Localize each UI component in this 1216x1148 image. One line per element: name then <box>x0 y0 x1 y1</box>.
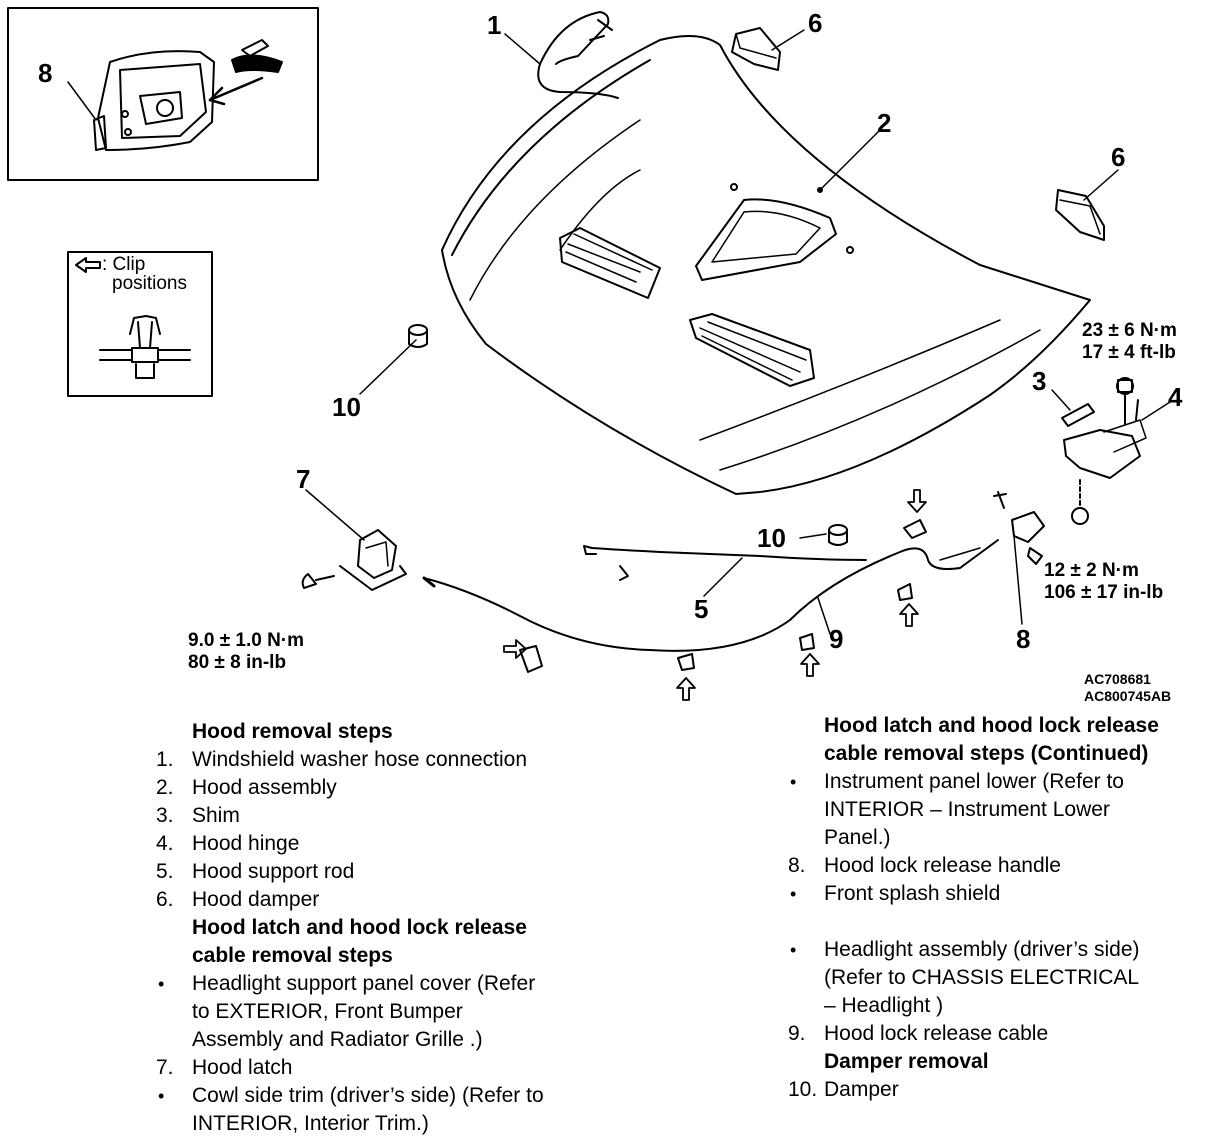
step-item: 4.Hood hinge <box>156 832 300 855</box>
cable-clips <box>519 519 927 673</box>
latch-removal-heading-line2: cable removal steps <box>192 944 393 967</box>
step-item: 8.Hood lock release handle <box>788 854 1061 877</box>
step-item: 1.Windshield washer hose connection <box>156 748 528 771</box>
clip-position-arrows <box>503 489 927 701</box>
washer-hose <box>537 11 619 99</box>
step-item: 9.Hood lock release cable <box>788 1022 1049 1045</box>
torque-latch-metric: 9.0 ± 1.0 N·m <box>188 630 304 651</box>
step-item: 2.Hood assembly <box>156 776 337 799</box>
torque-hinge-top-imperial: 17 ± 4 ft-lb <box>1082 342 1176 363</box>
step-item: 3.Shim <box>156 804 240 827</box>
step-item: •Headlight support panel cover (Refer <box>158 972 536 995</box>
figure-code-2: AC800745AB <box>1084 688 1171 704</box>
hood-latch <box>301 529 407 591</box>
step-item: 7.Hood latch <box>156 1056 293 1079</box>
clip-legend-box <box>67 251 213 397</box>
hood-assembly <box>441 35 1091 495</box>
callout-1: 1 <box>487 10 501 40</box>
callout-6b: 6 <box>1111 142 1125 172</box>
hood-support-rod <box>583 524 867 581</box>
callout-3: 3 <box>1032 366 1046 396</box>
step-item: •Headlight assembly (driver’s side) <box>790 938 1140 961</box>
legend-positions-label: positions <box>112 273 187 294</box>
torque-hinge-bottom-imperial: 106 ± 17 in-lb <box>1044 582 1163 603</box>
step-item: 6.Hood damper <box>156 888 320 911</box>
callout-numbers: 1 2 3 4 5 6 6 7 8 8 9 10 10 <box>38 8 1183 654</box>
torque-specs: 23 ± 6 N·m 17 ± 4 ft-lb 12 ± 2 N·m 106 ±… <box>188 320 1177 673</box>
inset-release-handle <box>7 7 319 181</box>
callout-8a: 8 <box>38 58 52 88</box>
torque-hinge-top-metric: 23 ± 6 N·m <box>1082 320 1177 341</box>
callout-10b: 10 <box>757 523 786 553</box>
hood-removal-heading: Hood removal steps <box>192 720 393 743</box>
step-item: •Front splash shield <box>790 882 1001 905</box>
torque-latch-imperial: 80 ± 8 in-lb <box>188 652 286 673</box>
legend-clip-label: : Clip <box>102 254 145 275</box>
callout-6a: 6 <box>808 8 822 38</box>
latch-continued-heading-line1: Hood latch and hood lock release <box>824 714 1159 737</box>
steps-right-column: Hood latch and hood lock release cable r… <box>784 712 1212 1104</box>
step-item: •Cowl side trim (driver’s side) (Refer t… <box>158 1084 544 1107</box>
hood-lock-release-cable <box>422 539 999 652</box>
hood-exploded-diagram: 1 2 3 4 5 6 6 7 8 8 9 10 10 23 ± 6 N·m 1… <box>7 7 1183 704</box>
callout-5: 5 <box>694 594 708 624</box>
leader-lines <box>67 29 1171 635</box>
callout-2: 2 <box>877 108 891 138</box>
callout-10a: 10 <box>332 392 361 422</box>
damper-top <box>408 324 428 348</box>
hood-hinge <box>1061 377 1147 525</box>
figure-code-1: AC708681 <box>1084 671 1151 687</box>
latch-continued-heading-line2: cable removal steps (Continued) <box>824 742 1149 765</box>
steps-left-column: Hood removal steps 1.Windshield washer h… <box>152 718 622 1138</box>
hood-damper <box>731 27 1105 241</box>
release-handle-main <box>993 491 1045 565</box>
latch-removal-heading-line1: Hood latch and hood lock release <box>192 916 527 939</box>
callout-9: 9 <box>829 624 843 654</box>
step-item: 10.Damper <box>788 1078 899 1101</box>
torque-hinge-bottom-metric: 12 ± 2 N·m <box>1044 560 1139 581</box>
callout-8b: 8 <box>1016 624 1030 654</box>
damper-removal-heading: Damper removal <box>824 1050 989 1073</box>
callout-4: 4 <box>1168 382 1183 412</box>
step-item: 5.Hood support rod <box>156 860 355 883</box>
step-item: •Instrument panel lower (Refer to <box>790 770 1124 793</box>
callout-7: 7 <box>296 464 310 494</box>
